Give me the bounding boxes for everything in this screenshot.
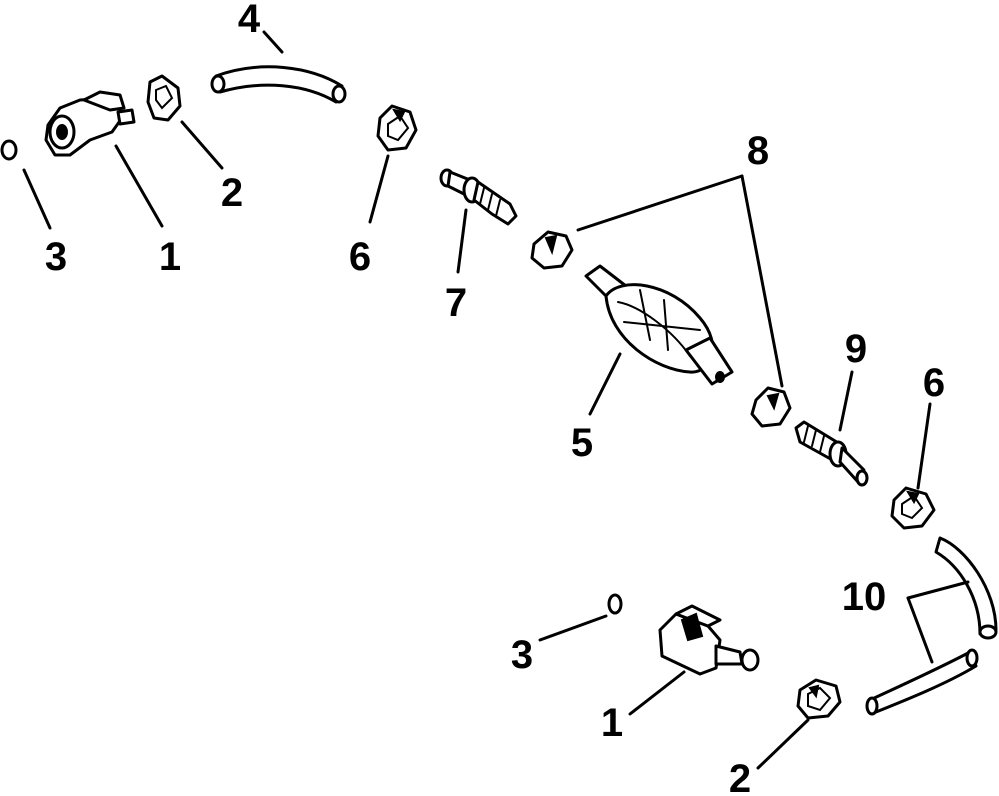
- callout-6-bottom: 6: [923, 361, 945, 405]
- hose-clamp-part-6-lower: [890, 486, 936, 530]
- clip-part-8-lower: [750, 386, 792, 428]
- leader-lines: [22, 30, 970, 770]
- clip-part-8-upper: [530, 230, 574, 270]
- connector-part-1-bottom: [658, 604, 760, 676]
- connector-part-1-top: [44, 90, 136, 157]
- callout-2-bottom: 2: [729, 757, 751, 796]
- callout-3-top: 3: [45, 235, 67, 279]
- check-valve-part-9: [794, 420, 869, 487]
- callout-3-bottom: 3: [511, 633, 533, 677]
- callout-8: 8: [747, 129, 769, 173]
- o-ring-part-3-top: [0, 139, 18, 161]
- callout-1-top: 1: [159, 235, 181, 279]
- callout-5: 5: [571, 421, 593, 465]
- callout-9: 9: [845, 327, 867, 371]
- callout-7: 7: [445, 281, 467, 325]
- hose-part-10: [865, 536, 998, 716]
- primer-bulb-part-5: [584, 264, 734, 386]
- callout-6-top: 6: [349, 235, 371, 279]
- hose-fitting-part-7: [439, 168, 518, 226]
- callout-2-top: 2: [221, 171, 243, 215]
- hose-clamp-part-6-top: [376, 104, 418, 152]
- hose-part-4: [210, 65, 347, 104]
- o-ring-part-3-bottom: [607, 593, 623, 615]
- callout-10: 10: [842, 575, 887, 619]
- hose-clamp-part-2-top: [146, 74, 182, 122]
- callout-4: 4: [238, 0, 261, 41]
- callout-1-bottom: 1: [601, 701, 623, 745]
- hose-clamp-part-2-bottom: [796, 678, 842, 720]
